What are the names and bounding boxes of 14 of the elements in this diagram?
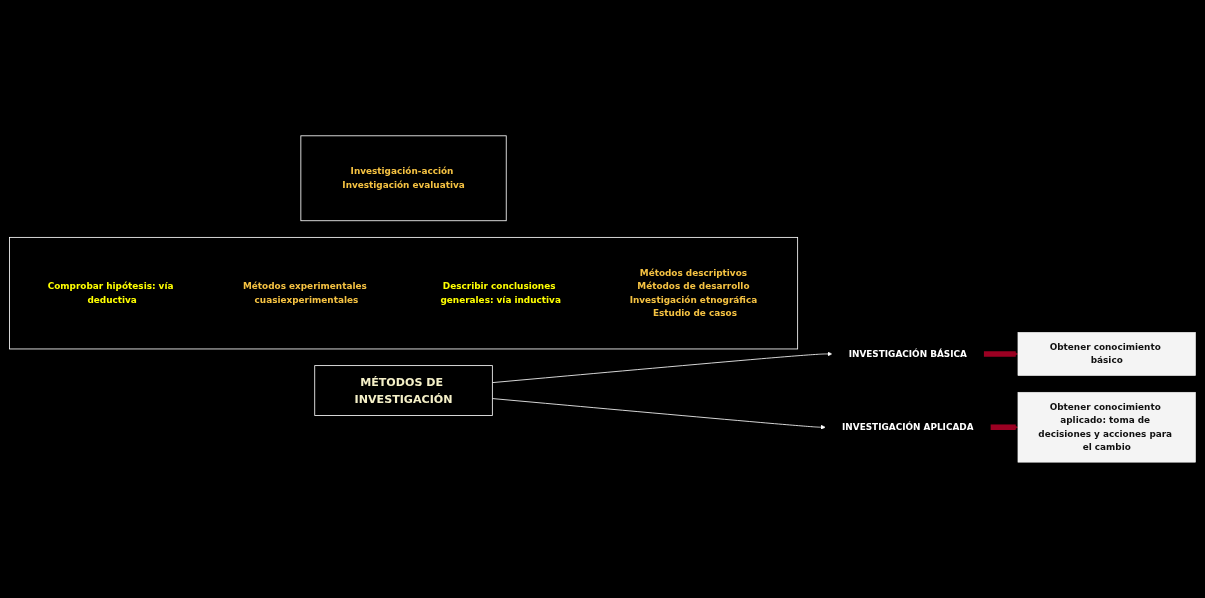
cluster bbox=[9, 236, 799, 350]
node-text: INVESTIGACIÓN BÁSICA bbox=[848, 348, 967, 359]
node-text: Métodos descriptivos Métodos de desarrollo Investigación etnográfica Estudio de casos bbox=[629, 267, 758, 319]
node-text: INVESTIGACIÓN APLICADA bbox=[842, 421, 974, 433]
node-box: Obtener conocimiento básico bbox=[1017, 332, 1196, 376]
node-text: Describir conclusiones generales: vía inductiva bbox=[440, 280, 561, 305]
node-text: Comprobar hipótesis: vía deductiva bbox=[47, 280, 174, 305]
arrow bbox=[989, 424, 1019, 430]
arrow bbox=[983, 351, 1019, 357]
node-text: Métodos experimentales cuasiexperimentales bbox=[242, 280, 367, 305]
node-box: MÉTODOS DE INVESTIGACIÓN bbox=[314, 365, 493, 416]
node-box: Obtener conocimiento aplicado: toma de decisiones y acciones para el cambio bbox=[1017, 391, 1196, 463]
cluster bbox=[300, 135, 507, 222]
node-text: Investigación-acción Investigación evaluativa bbox=[342, 166, 465, 190]
